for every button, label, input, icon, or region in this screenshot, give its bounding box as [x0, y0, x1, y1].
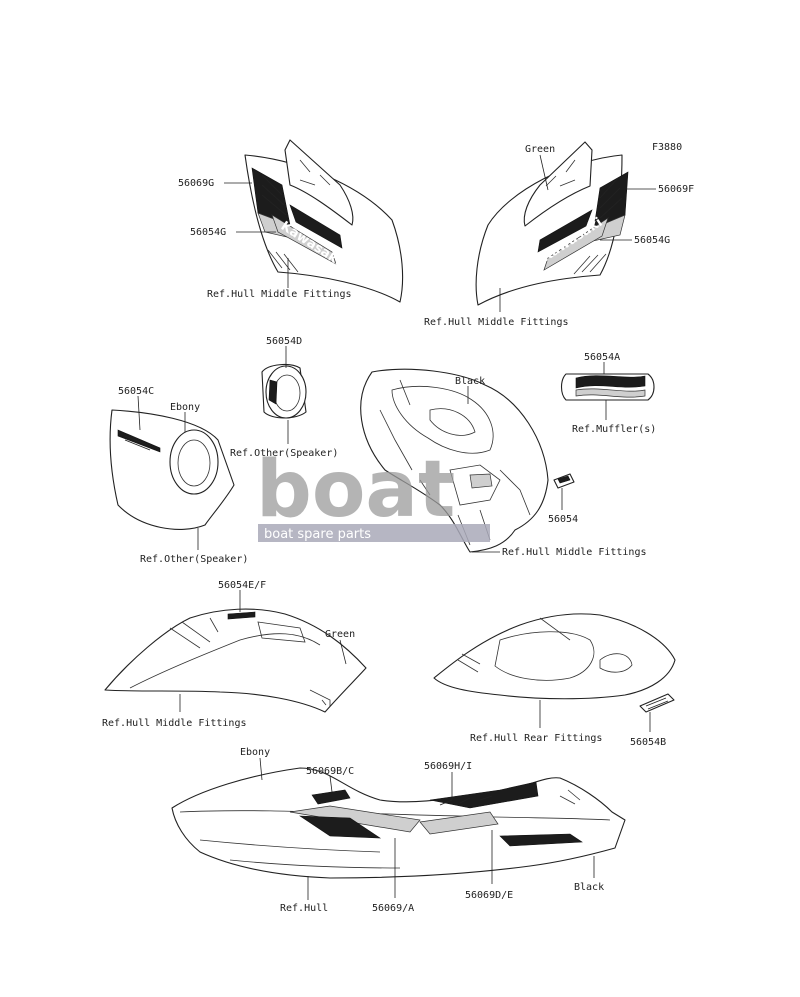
callout-56054ef: 56054E/F: [218, 580, 266, 591]
callout-56069bc-text: 56069B/C: [306, 766, 354, 777]
callout-green-deck: Green: [325, 629, 355, 640]
watermark-tagline: boat spare parts: [264, 527, 371, 542]
muffler-decal: [560, 373, 655, 401]
speaker-ring: [261, 363, 307, 419]
figure-code: F3880: [652, 142, 682, 153]
watermark: boat boat spare parts: [256, 445, 490, 542]
top-right-side-panel: Kawasaki: [475, 141, 629, 306]
front-deck: [104, 608, 367, 713]
speaker-cover-panel: [109, 409, 235, 530]
callout-ref-hull-middle-4: Ref.Hull Middle Fittings: [102, 718, 247, 729]
rear-deck: [433, 613, 676, 700]
callout-ref-muffler: Ref.Muffler(s): [572, 424, 656, 435]
hull-side-view: [171, 767, 626, 879]
callout-ref-hull-middle-1: Ref.Hull Middle Fittings: [207, 289, 352, 300]
callout-56054a: 56054A: [584, 352, 620, 363]
callout-ref-hull: Ref.Hull: [280, 903, 328, 914]
callout-black-hull-side: Black: [574, 882, 604, 893]
callout-56054c: 56054C: [118, 386, 154, 397]
callout-56054d: 56054D: [266, 336, 302, 347]
watermark-band: [258, 524, 490, 542]
leader-green-top: [539, 154, 549, 191]
callout-56054b: 56054B: [630, 737, 666, 748]
callout-ref-hull-middle-3: Ref.Hull Middle Fittings: [502, 547, 647, 558]
callout-green-top: Green: [525, 144, 555, 155]
small-decal-56054b: [639, 693, 675, 713]
callout-ref-speaker-1: Ref.Other(Speaker): [230, 448, 338, 459]
callout-ebony-hull: Ebony: [240, 747, 270, 758]
leader-56069bc: [329, 775, 333, 793]
callout-56054g-left: 56054G: [190, 227, 226, 238]
callout-56054g-right: 56054G: [634, 235, 670, 246]
callout-56069de: 56069D/E: [465, 890, 513, 901]
top-left-side-panel: Kawasaki: [244, 139, 404, 303]
callout-ref-speaker-2: Ref.Other(Speaker): [140, 554, 248, 565]
callout-ref-hull-rear: Ref.Hull Rear Fittings: [470, 733, 602, 744]
callout-ebony-cover: Ebony: [170, 402, 200, 413]
callout-56069f: 56069F: [658, 184, 694, 195]
callout-56069hi: 56069H/I: [424, 761, 472, 772]
watermark-word: boat: [256, 445, 455, 535]
leader-ebony-hull: [259, 757, 263, 781]
leader-56054c: [137, 395, 141, 431]
callout-56069g: 56069G: [178, 178, 214, 189]
callout-black-hull: Black: [455, 376, 485, 387]
small-decal-56054: [553, 473, 575, 489]
callout-56054: 56054: [548, 514, 578, 525]
callout-56069a: 56069/A: [372, 903, 414, 914]
leader-green-deck: [339, 639, 347, 665]
callout-ref-hull-middle-2: Ref.Hull Middle Fittings: [424, 317, 569, 328]
